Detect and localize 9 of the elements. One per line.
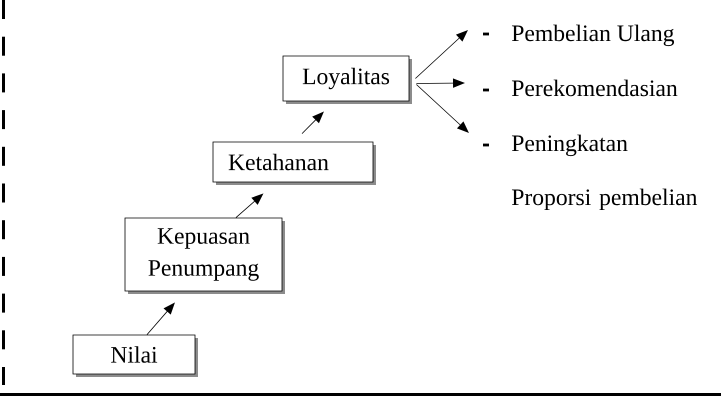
process-box: Loyalitas: [282, 56, 412, 104]
arrow: [416, 84, 469, 133]
list-item-text: Pembelian Ulang: [512, 24, 674, 46]
list-item-text: Peningkatan Proporsi pembelian: [512, 134, 698, 210]
list-item-text: Perekomendasian: [512, 80, 678, 96]
arrow: [415, 30, 468, 79]
process-box: Nilai: [72, 334, 198, 377]
process-box: Ketahanan: [212, 142, 376, 185]
process-box: Kepuasan Penumpang: [124, 218, 285, 294]
